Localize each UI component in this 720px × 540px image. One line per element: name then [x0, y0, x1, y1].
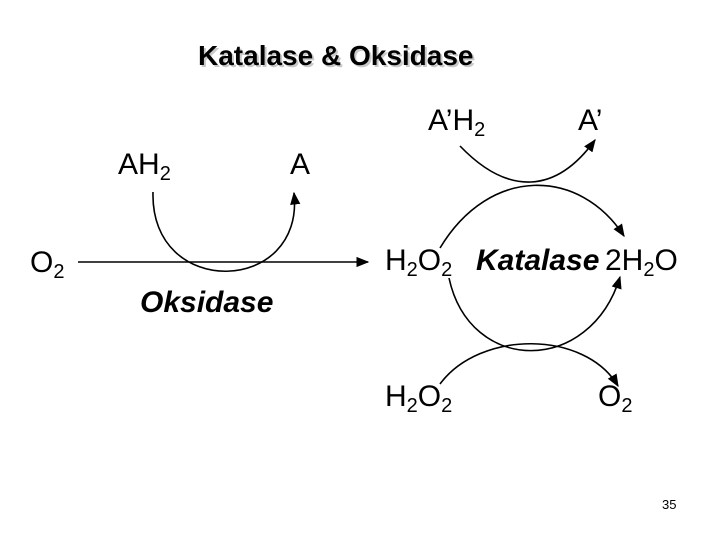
page-number: 35 [662, 497, 677, 512]
page-title: Katalase & Oksidase [198, 40, 474, 71]
reactant-o2: O2 [30, 246, 65, 283]
substrate-ah2: AH2 [118, 148, 171, 185]
ah2-to-a-curve [152, 191, 301, 273]
product-o2-lower: O2 [598, 380, 633, 417]
catalase-upper-arc [439, 184, 625, 249]
catalase-lower-arc [439, 342, 619, 388]
reactant-h2o2: H2O2 [385, 244, 453, 281]
catalase-right-arc [448, 275, 622, 352]
product-2h2o: 2H2O [605, 244, 678, 281]
product-a: A [290, 148, 311, 181]
donor-ah2-prime: A’H2 [428, 104, 486, 141]
enzyme-oksidase: Oksidase [140, 286, 274, 319]
donor-product-a-prime: A’ [578, 104, 603, 137]
donor-to-product-curve [459, 138, 596, 183]
enzyme-katalase: Katalase [476, 244, 600, 277]
reactant-h2o2-lower: H2O2 [385, 380, 453, 417]
